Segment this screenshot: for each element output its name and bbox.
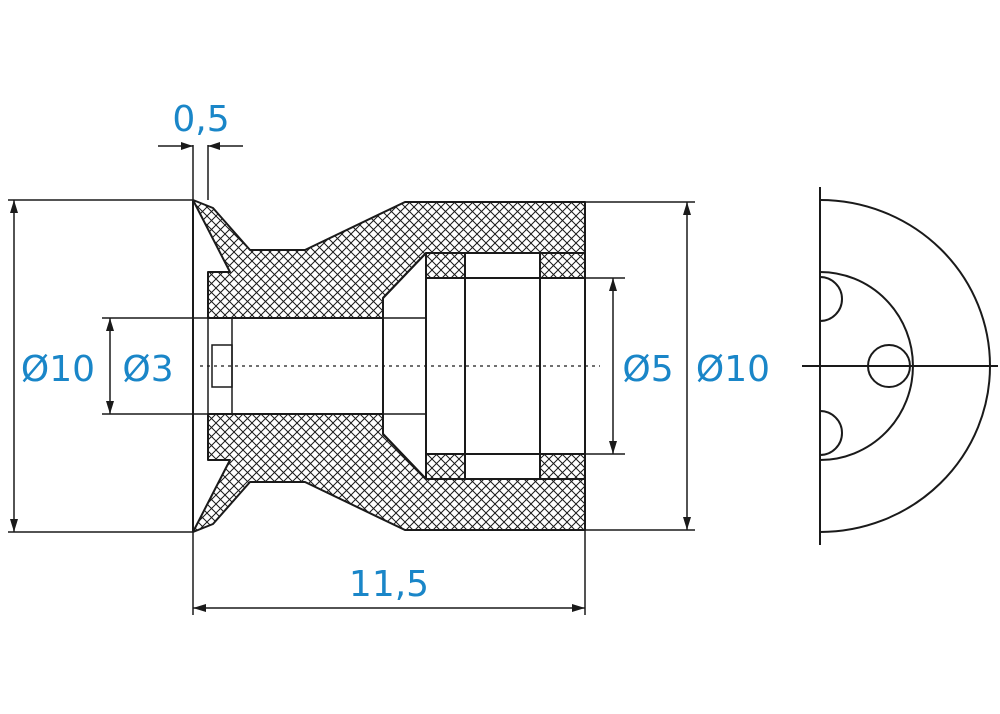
lower-section-hatch: [192, 413, 586, 533]
dim-outer-diameter-right: Ø10: [696, 349, 770, 390]
end-view: [802, 187, 998, 545]
section-view: [192, 199, 600, 533]
dimension-lines: [8, 142, 695, 615]
dim-flange-thickness: 0,5: [172, 99, 229, 140]
dim-overall-length: 11,5: [349, 564, 429, 605]
dim-inner-diameter: Ø5: [622, 349, 673, 390]
dim-outer-diameter-left: Ø10: [21, 349, 95, 390]
dim-bore-diameter: Ø3: [122, 349, 173, 390]
upper-section-hatch: [192, 199, 586, 319]
